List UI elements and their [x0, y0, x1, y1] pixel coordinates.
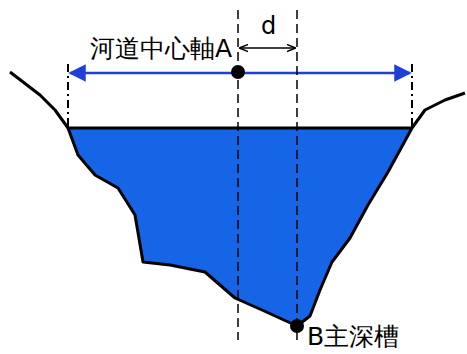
bank-marker [411, 64, 413, 128]
dimension-label: d [261, 14, 276, 38]
thalweg-label: B主深槽 [307, 324, 399, 349]
point-a [231, 65, 245, 79]
water-surface [68, 127, 412, 130]
offset-dimension [240, 47, 295, 49]
point-b [290, 319, 304, 333]
axis-label: 河道中心軸A [90, 36, 232, 61]
water-body [68, 128, 412, 326]
thalweg-axis [296, 10, 298, 340]
center-axis [237, 10, 239, 340]
bank-marker [67, 64, 69, 128]
